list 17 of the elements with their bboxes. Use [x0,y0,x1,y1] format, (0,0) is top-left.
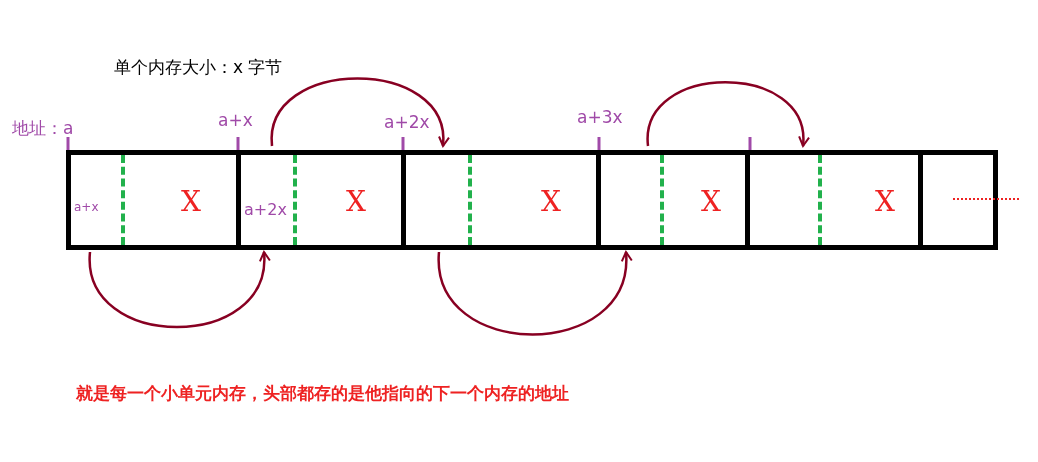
address-label: a+2x [384,111,430,134]
curved-arrow [270,77,449,147]
address-label: a+x [218,109,253,132]
curved-arrow [646,81,809,147]
data-mark: X [346,184,366,220]
data-mark: X [701,184,721,220]
title: 单个内存大小：x 字节 [114,56,283,79]
curved-arrow [437,251,632,336]
data-mark: X [541,184,561,220]
address-text: a+2x [244,199,287,221]
address-text: a+x [74,199,99,216]
address-label: 地址：a [12,117,74,140]
caption: 就是每一个小单元内存，头部都存的是他指向的下一个内存的地址 [76,382,569,405]
data-mark: X [875,184,895,220]
data-mark: X [181,184,201,220]
curved-arrow [88,251,270,329]
address-label: a+3x [577,106,623,129]
